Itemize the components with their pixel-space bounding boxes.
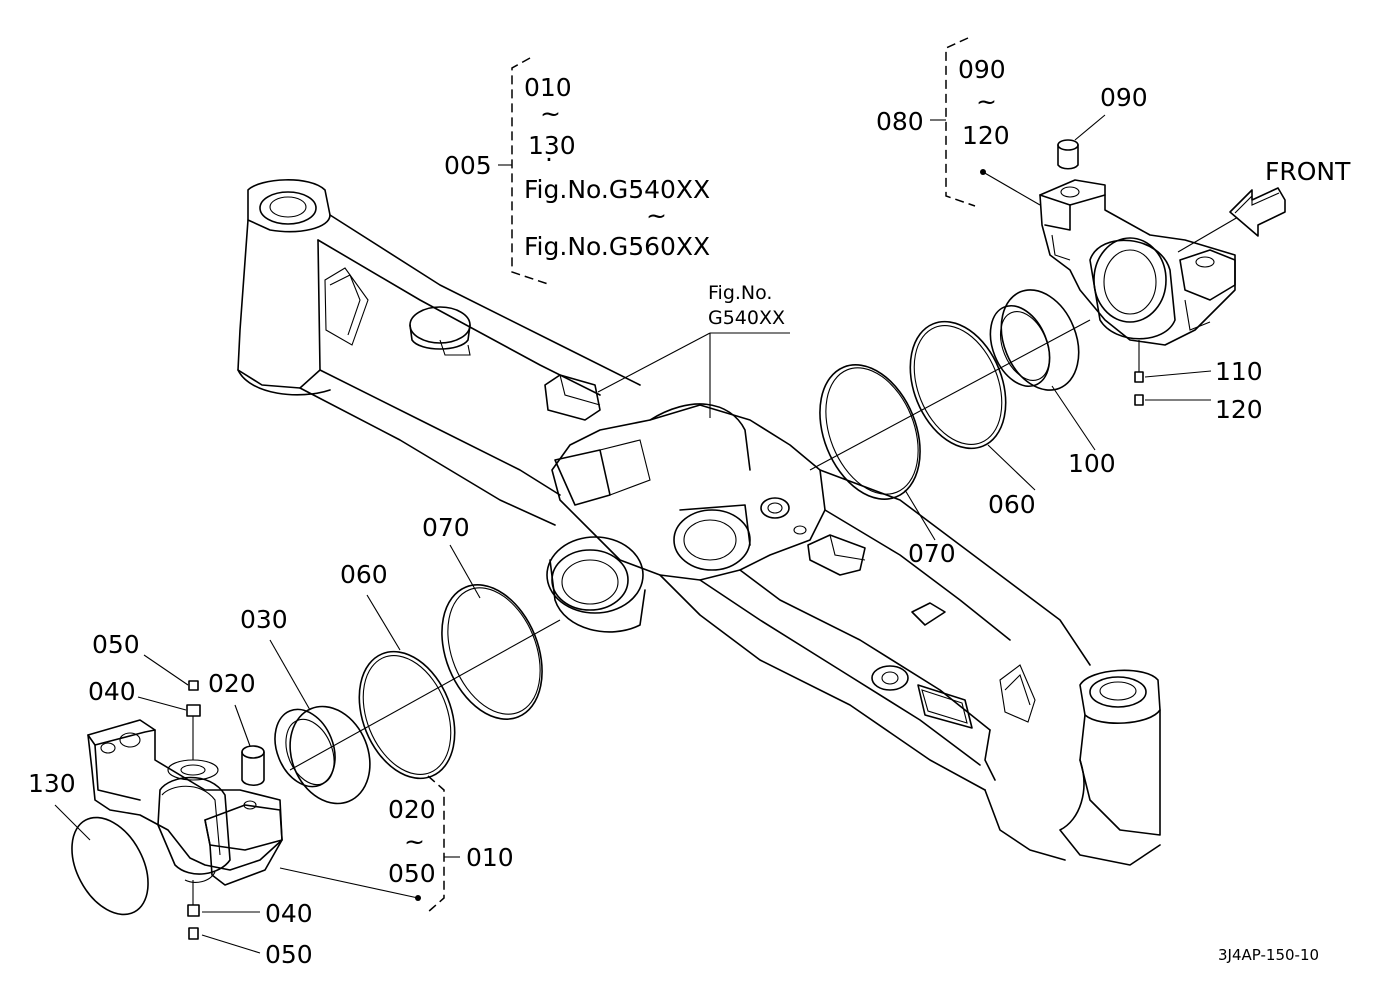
fitting-040-bot: [187, 880, 200, 940]
bearing-100: [989, 289, 1080, 391]
label-110: 110: [1215, 357, 1263, 386]
oring-060-left: [358, 650, 456, 780]
bearing-030: [274, 705, 371, 805]
label-080-tilde: ~: [976, 87, 997, 116]
label-005-tilde-1: ~: [540, 99, 561, 128]
label-front: FRONT: [1265, 157, 1351, 186]
label-005-fig-end: Fig.No.G560XX: [524, 232, 710, 261]
label-050-top: 050: [92, 630, 140, 659]
label-090: 090: [1100, 83, 1148, 112]
plug-120: [1134, 394, 1144, 406]
axle-housing: [237, 179, 1161, 866]
right-axle-bracket: [1039, 179, 1236, 346]
label-005-dot: ·: [545, 145, 553, 174]
fitting-040-top: [186, 680, 201, 760]
label-130: 130: [28, 769, 76, 798]
label-010: 010: [466, 843, 514, 872]
label-070-left: 070: [422, 513, 470, 542]
fitting-110: [1134, 371, 1144, 383]
seal-130: [71, 816, 149, 916]
label-005-fig-start: Fig.No.G540XX: [524, 175, 710, 204]
label-005-tilde-2: ~: [646, 201, 667, 230]
label-120: 120: [1215, 395, 1263, 424]
pin-090: [1057, 139, 1079, 170]
label-005: 005: [444, 151, 492, 180]
bracket-010: [427, 775, 445, 913]
label-100: 100: [1068, 449, 1116, 478]
bracket-005: [511, 57, 549, 285]
leader-lines: [54, 114, 1212, 954]
label-060-right: 060: [988, 490, 1036, 519]
label-010-tilde: ~: [404, 827, 425, 856]
label-020: 020: [208, 669, 256, 698]
label-005-range-end: 130: [528, 131, 576, 160]
seal-070-left: [441, 584, 543, 720]
front-arrow-icon: [1229, 187, 1286, 237]
label-040-top: 040: [88, 677, 136, 706]
bushing-020: [241, 745, 265, 787]
bracket-080: [945, 37, 976, 207]
label-040-bot: 040: [265, 899, 313, 928]
label-010-range-end: 050: [388, 859, 436, 888]
label-060-left: 060: [340, 560, 388, 589]
label-080: 080: [876, 107, 924, 136]
label-010-range-start: 020: [388, 795, 436, 824]
label-080-range-end: 120: [962, 121, 1010, 150]
label-050-bot: 050: [265, 940, 313, 969]
label-005-range-start: 010: [524, 73, 572, 102]
left-axle-bracket: [87, 719, 283, 886]
drawing-code: 3J4AP-150-10: [1218, 946, 1319, 964]
label-fig-ref-line1: Fig.No.: [708, 282, 772, 304]
label-030: 030: [240, 605, 288, 634]
label-070-right: 070: [908, 539, 956, 568]
label-fig-ref-line2: G540XX: [708, 307, 785, 329]
label-080-range-start: 090: [958, 55, 1006, 84]
